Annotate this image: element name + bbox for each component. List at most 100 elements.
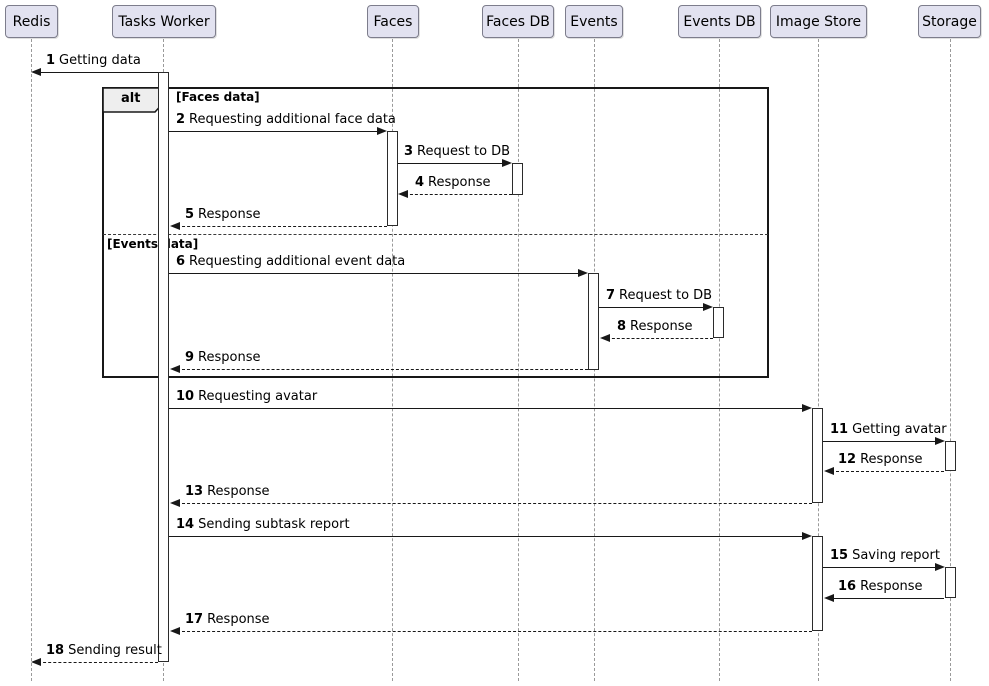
message-line-15 [823,567,936,568]
message-text: Response [207,484,270,499]
message-number: 15 [830,548,849,563]
message-text: Response [207,612,270,627]
message-text: Getting avatar [852,422,947,437]
alt-frame [102,87,769,378]
message-text: Sending subtask report [198,517,350,532]
message-line-9 [177,369,588,370]
lifeline-faces [392,39,393,681]
activation-events [588,273,599,370]
message-text: Response [198,350,261,365]
alt-separator [103,234,768,235]
arrowhead-left-icon [31,68,41,76]
activation-image-store-1 [812,408,823,503]
participant-tasks-worker: Tasks Worker [112,5,216,38]
message-text: Requesting additional event data [189,254,406,269]
message-number: 4 [415,175,425,190]
arrowhead-left-icon [170,365,180,373]
message-line-13 [177,503,812,504]
message-number: 12 [838,452,857,467]
activation-events-db [713,307,724,338]
activation-faces [387,131,398,226]
participant-label: Events DB [683,13,756,30]
participant-label: Redis [12,13,51,30]
participant-label: Faces DB [486,13,550,30]
arrowhead-right-icon [703,303,713,311]
participant-label: Events [570,13,618,30]
message-line-5 [177,226,387,227]
participant-image-store: Image Store [770,5,867,38]
message-line-16 [831,598,944,599]
message-number: 18 [46,643,65,658]
participant-label: Image Store [775,13,862,30]
message-text: Requesting additional face data [189,112,396,127]
arrowhead-right-icon [802,404,812,412]
message-line-17 [177,631,812,632]
message-text: Request to DB [619,288,713,303]
arrowhead-right-icon [935,437,945,445]
message-number: 7 [606,288,616,303]
message-number: 10 [176,389,195,404]
alt-frame-operator: alt [121,91,141,106]
message-number: 13 [185,484,204,499]
message-text: Request to DB [417,144,511,159]
participant-label: Faces [373,13,413,30]
participant-events: Events [565,5,623,38]
message-number: 8 [617,319,627,334]
arrowhead-left-icon [600,334,610,342]
message-number: 2 [176,112,186,127]
lifeline-redis [31,39,32,681]
message-line-11 [823,441,936,442]
message-text: Getting data [59,53,141,68]
arrowhead-left-icon [824,467,834,475]
message-line-4 [405,194,512,195]
participant-faces-db: Faces DB [482,5,554,38]
alt-guard-faces-data: [Faces data] [176,90,260,104]
message-line-18 [38,662,158,663]
participant-events-db: Events DB [678,5,761,38]
participant-faces: Faces [367,5,419,38]
message-line-14 [169,536,804,537]
message-line-3 [398,163,505,164]
message-number: 17 [185,612,204,627]
message-text: Requesting avatar [198,389,318,404]
activation-tasks-worker [158,72,169,662]
message-line-1 [38,72,158,73]
lifeline-events-db [719,39,720,681]
message-number: 3 [404,144,414,159]
activation-image-store-2 [812,536,823,631]
message-line-7 [599,307,705,308]
message-number: 1 [46,53,56,68]
lifeline-faces-db [518,39,519,681]
activation-storage-1 [945,441,956,471]
message-number: 9 [185,350,195,365]
message-line-12 [831,471,944,472]
activation-faces-db [512,163,523,195]
participant-storage: Storage [918,5,981,38]
message-line-6 [169,273,580,274]
lifeline-storage [950,39,951,681]
message-text: Response [860,452,923,467]
arrowhead-right-icon [578,269,588,277]
lifeline-image-store [818,39,819,681]
message-line-2 [169,131,379,132]
message-number: 6 [176,254,186,269]
message-text: Response [860,579,923,594]
